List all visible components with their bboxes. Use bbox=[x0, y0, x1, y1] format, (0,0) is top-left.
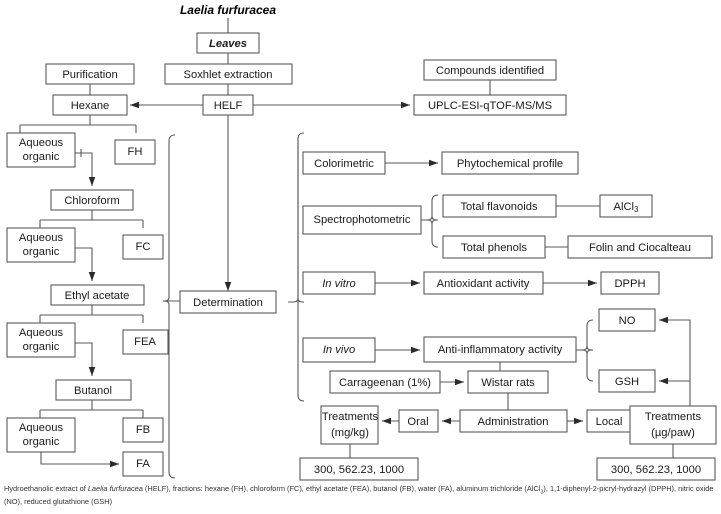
label-fea: FEA bbox=[134, 336, 156, 348]
connector-aq2-ethylacetate bbox=[75, 247, 96, 282]
label-doses-left: 300, 562.23, 1000 bbox=[314, 464, 404, 476]
connector-aq4-fa bbox=[40, 452, 120, 468]
node-alcl3 bbox=[599, 194, 653, 218]
label-helf: HELF bbox=[214, 100, 243, 112]
brace-spectro-stem bbox=[421, 215, 439, 225]
node-aqueous-organic-4 bbox=[6, 417, 76, 453]
label-alcl3: AlCl3 bbox=[614, 201, 640, 214]
label-oral: Oral bbox=[407, 416, 428, 428]
footnote-part1: Hydroethanolic extract of bbox=[4, 484, 88, 493]
label-aqueous-organic-2-line2: organic bbox=[23, 246, 60, 258]
label-dpph: DPPH bbox=[614, 278, 645, 290]
node-butanol bbox=[55, 379, 132, 401]
brace-fractions bbox=[162, 134, 176, 479]
label-ethyl-acetate: Ethyl acetate bbox=[65, 290, 130, 302]
footnote-part2: (HELF), fractions: hexane (FH), chlorofo… bbox=[142, 484, 541, 493]
connector-aq3-butanol bbox=[75, 342, 96, 377]
connector-chloroform-split bbox=[39, 210, 144, 228]
brace-analyses-lower bbox=[297, 298, 305, 402]
label-treatments-left-line1: Treatments bbox=[322, 411, 379, 423]
label-anti-inflammatory: Anti-inflammatory activity bbox=[438, 344, 563, 356]
label-fa: FA bbox=[136, 458, 150, 470]
label-uplc: UPLC-ESI-qTOF-MS/MS bbox=[428, 100, 552, 112]
node-uplc bbox=[413, 94, 567, 116]
node-ethyl-acetate bbox=[50, 284, 145, 306]
brace-spectro-lower bbox=[431, 224, 439, 248]
label-fb: FB bbox=[136, 424, 150, 436]
footnote-species: Laelia furfuracea bbox=[87, 484, 143, 493]
label-butanol: Butanol bbox=[74, 385, 112, 397]
node-aqueous-organic-2 bbox=[6, 227, 76, 263]
connector-hexane-split bbox=[19, 115, 137, 133]
label-colorimetric: Colorimetric bbox=[314, 158, 374, 170]
node-folin bbox=[567, 235, 713, 259]
label-administration: Administration bbox=[478, 416, 549, 428]
label-phytochemical-profile: Phytochemical profile bbox=[457, 158, 563, 170]
label-compounds-identified: Compounds identified bbox=[436, 65, 544, 77]
label-no: NO bbox=[619, 315, 636, 327]
node-fa bbox=[122, 451, 164, 477]
label-doses-right: 300, 562.23, 1000 bbox=[611, 464, 701, 476]
label-fc: FC bbox=[136, 241, 151, 253]
label-gsh: GSH bbox=[615, 376, 639, 388]
label-local: Local bbox=[596, 416, 623, 428]
node-gsh bbox=[598, 369, 656, 393]
label-leaves: Leaves bbox=[209, 38, 247, 50]
label-in-vivo: In vivo bbox=[323, 344, 355, 356]
footnote-sub: 3 bbox=[540, 489, 544, 496]
label-chloroform: Chloroform bbox=[64, 195, 119, 207]
footnote-part3: ), 1,1-diphenyl-2-picryl-hydrazyl (DPPH)… bbox=[4, 484, 714, 506]
node-treatments-left bbox=[320, 405, 379, 445]
connector-treatments-no bbox=[658, 316, 691, 410]
diagram-title: Laelia furfuracea bbox=[180, 3, 276, 17]
label-antioxidant-activity: Antioxidant activity bbox=[437, 278, 530, 290]
brace-antiinflam-upper bbox=[586, 319, 594, 346]
footnote: Hydroethanolic extract of Laelia furfura… bbox=[4, 484, 718, 507]
label-aqueous-organic-1-line1: Aqueous bbox=[19, 137, 64, 149]
label-in-vitro: In vitro bbox=[322, 278, 356, 290]
label-total-flavonoids: Total flavonoids bbox=[460, 201, 538, 213]
label-aqueous-organic-4-line1: Aqueous bbox=[19, 422, 64, 434]
brace-antiinflam-stem bbox=[576, 345, 594, 355]
connector-aq1-chloroform bbox=[75, 152, 96, 187]
label-spectrophotometric: Spectrophotometric bbox=[313, 214, 410, 226]
node-anti-inflammatory bbox=[423, 336, 577, 363]
label-folin: Folin and Ciocalteau bbox=[589, 242, 691, 254]
node-treatments-right bbox=[629, 405, 717, 445]
label-aqueous-organic-3-line2: organic bbox=[23, 341, 60, 353]
node-dpph bbox=[600, 271, 660, 295]
connector-butanol-split bbox=[39, 400, 144, 418]
node-aqueous-organic-3 bbox=[6, 322, 76, 358]
label-hexane: Hexane bbox=[71, 100, 110, 112]
label-aqueous-organic-4-line2: organic bbox=[23, 436, 60, 448]
node-phytochemical-profile bbox=[441, 151, 579, 175]
node-doses-right bbox=[596, 457, 716, 481]
label-soxhlet-extraction: Soxhlet extraction bbox=[184, 69, 273, 81]
node-fea bbox=[122, 329, 169, 355]
node-doses-left bbox=[299, 457, 419, 481]
brace-antiinflam-lower bbox=[586, 354, 594, 382]
label-purification: Purification bbox=[62, 69, 117, 81]
node-aqueous-organic-1 bbox=[6, 132, 76, 168]
label-aqueous-organic-2-line1: Aqueous bbox=[19, 232, 64, 244]
label-treatments-left-line2: (mg/kg) bbox=[331, 427, 369, 439]
label-total-phenols: Total phenols bbox=[461, 242, 527, 254]
label-treatments-right-line1: Treatments bbox=[645, 411, 702, 423]
label-determination: Determination bbox=[193, 297, 263, 309]
node-fh bbox=[114, 139, 156, 165]
brace-spectro-upper bbox=[431, 194, 439, 216]
brace-determination-stem bbox=[288, 297, 305, 303]
label-aqueous-organic-1-line2: organic bbox=[23, 151, 60, 163]
node-fc bbox=[122, 234, 164, 260]
label-fh: FH bbox=[128, 146, 143, 158]
connector-ethylacetate-split bbox=[39, 305, 144, 323]
label-wistar-rats: Wistar rats bbox=[481, 377, 535, 389]
node-fb bbox=[122, 417, 164, 443]
label-aqueous-organic-3-line1: Aqueous bbox=[19, 327, 64, 339]
label-treatments-right-line2: (µg/paw) bbox=[651, 427, 695, 439]
node-determination bbox=[179, 290, 277, 314]
label-carrageenan: Carrageenan (1%) bbox=[339, 377, 431, 389]
node-no bbox=[598, 308, 656, 332]
